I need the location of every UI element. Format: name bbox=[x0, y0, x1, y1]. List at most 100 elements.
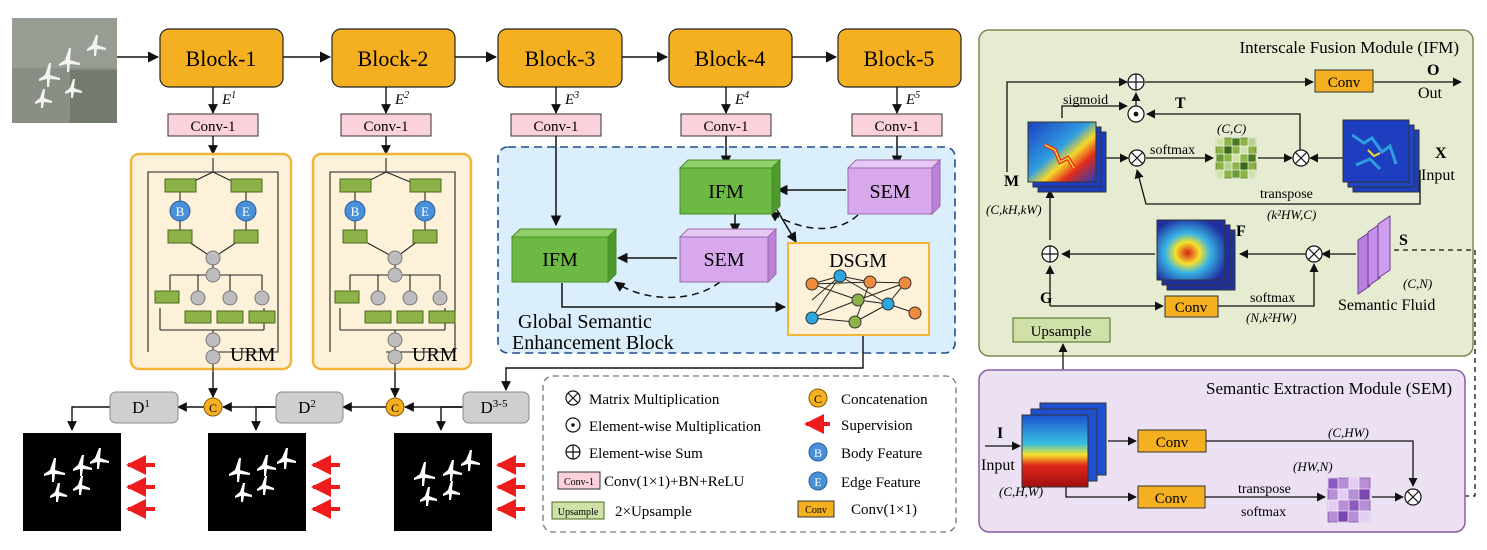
ifm-transpose-label: transpose bbox=[1260, 187, 1313, 202]
ifm-panel: Interscale Fusion Module (IFM) bbox=[978, 29, 1474, 380]
ifm-s-label: S bbox=[1399, 232, 1408, 249]
sem-i-label: I bbox=[997, 425, 1003, 442]
urm1-edge-badge: E bbox=[242, 204, 250, 219]
ifm-o-label: O bbox=[1427, 62, 1439, 79]
output-mask-3 bbox=[394, 433, 492, 531]
ifm-affinity-grid bbox=[1215, 137, 1257, 179]
ifm-cn-label: (C,N) bbox=[1403, 276, 1432, 291]
sem-input-heatmap bbox=[1021, 402, 1107, 488]
decoder-row: D1 D2 D3-5 C C bbox=[67, 336, 864, 431]
ifm-out-conv: Conv bbox=[1328, 75, 1361, 91]
legend: Matrix Multiplication Element-wise Multi… bbox=[542, 375, 957, 533]
block-1: Block-1 bbox=[159, 28, 284, 88]
e1-label: E1 bbox=[221, 90, 236, 108]
legend-conv1: Conv-1 Conv(1×1)+BN+ReLU bbox=[557, 471, 745, 490]
ifm-lower-label: IFM bbox=[542, 249, 578, 271]
ifm-g-label: G bbox=[1040, 290, 1053, 307]
ifm-sigmoid-label: sigmoid bbox=[1063, 93, 1108, 108]
legend-upsample: Upsample 2×Upsample bbox=[551, 501, 692, 520]
output-masks bbox=[23, 433, 492, 531]
ifm-m-label: M bbox=[1004, 173, 1019, 190]
sem-softmax-label: softmax bbox=[1241, 505, 1286, 520]
sem-conv-bottom: Conv bbox=[1155, 491, 1188, 507]
block-2-label: Block-2 bbox=[358, 46, 429, 71]
legend-conv-box: Conv bbox=[805, 505, 827, 516]
legend-elemmul-text: Element-wise Multiplication bbox=[589, 419, 762, 435]
ifm-out-label: Out bbox=[1418, 85, 1443, 102]
input-aerial-image bbox=[12, 18, 117, 123]
conv1-label-3: Conv-1 bbox=[534, 119, 579, 135]
legend-conv1-box: Conv-1 bbox=[564, 477, 594, 488]
ifm-semantic-fluid-s bbox=[1357, 215, 1391, 295]
legend-matmul-text: Matrix Multiplication bbox=[589, 392, 720, 408]
legend-supervision: Supervision bbox=[804, 414, 913, 434]
legend-elemmul: Element-wise Multiplication bbox=[565, 417, 762, 435]
ifm-semantic-fluid-label: Semantic Fluid bbox=[1338, 297, 1435, 314]
global-semantic-enhancement-block: IFM SEM IFM SEM DSGM bbox=[497, 136, 956, 354]
sem-lower-label: SEM bbox=[703, 249, 744, 271]
urm1-label: URM bbox=[230, 344, 276, 366]
output-mask-2 bbox=[208, 433, 306, 531]
urm-module-1: B E URM bbox=[129, 136, 293, 375]
legend-body-b: B bbox=[814, 446, 822, 460]
output-mask-1 bbox=[23, 433, 121, 531]
encoder-feature-arrows bbox=[208, 87, 902, 114]
ifm-t-label: T bbox=[1175, 95, 1186, 112]
urm2-edge-badge: E bbox=[421, 204, 429, 219]
block-5-label: Block-5 bbox=[864, 46, 935, 71]
legend-upsample-box: Upsample bbox=[558, 507, 599, 518]
ifm-k2hwc-label: (k²HW,C) bbox=[1267, 207, 1316, 222]
legend-edge-text: Edge Feature bbox=[841, 475, 921, 491]
block-1-label: Block-1 bbox=[186, 46, 257, 71]
legend-concat: C Concatenation bbox=[808, 388, 928, 408]
legend-edge: E Edge Feature bbox=[808, 471, 921, 491]
block-3: Block-3 bbox=[497, 28, 623, 88]
e3-label: E3 bbox=[564, 90, 579, 108]
conv1-label-5: Conv-1 bbox=[875, 119, 920, 135]
ifm-g-conv: Conv bbox=[1175, 300, 1208, 316]
ifm-x-label: X bbox=[1435, 145, 1447, 162]
ifm-cc-label: (C,C) bbox=[1217, 121, 1246, 136]
ifm-x-heatmap bbox=[1342, 119, 1420, 193]
legend-supervision-text: Supervision bbox=[841, 418, 913, 434]
ifm-upsample-box: Upsample bbox=[1031, 324, 1092, 340]
legend-concat-text: Concatenation bbox=[841, 392, 928, 408]
concat-symbol-2: C bbox=[391, 401, 399, 415]
conv1-label-4: Conv-1 bbox=[704, 119, 749, 135]
concat-symbol-1: C bbox=[209, 401, 217, 415]
dsgm-block: DSGM bbox=[787, 242, 930, 336]
urm2-body-badge: B bbox=[351, 204, 360, 219]
block-4: Block-4 bbox=[668, 28, 793, 88]
ifm-softmax-label: softmax bbox=[1150, 143, 1195, 158]
legend-concat-c: C bbox=[814, 392, 822, 406]
conv1-boxes: Conv-1 Conv-1 Conv-1 Conv-1 Conv-1 bbox=[167, 113, 943, 137]
legend-elemsum-text: Element-wise Sum bbox=[589, 446, 703, 462]
ifm-block-upper: IFM bbox=[678, 158, 782, 216]
urm-module-2: B E URM bbox=[311, 136, 473, 375]
legend-conv: Conv Conv(1×1) bbox=[797, 500, 917, 518]
ifm-panel-title: Interscale Fusion Module (IFM) bbox=[1239, 38, 1459, 57]
sem-chw-label: (C,H,W) bbox=[999, 484, 1043, 499]
ifm-ckhkw-label: (C,kH,kW) bbox=[986, 202, 1042, 217]
d35-label: D3-5 bbox=[481, 398, 508, 417]
sem-hwn-grid bbox=[1327, 477, 1371, 523]
block-5: Block-5 bbox=[837, 28, 962, 88]
e2-label: E2 bbox=[394, 90, 409, 108]
ifm-f-heatmap bbox=[1156, 219, 1236, 291]
block-3-label: Block-3 bbox=[525, 46, 596, 71]
d2-label: D2 bbox=[298, 398, 316, 417]
sem-transpose-label: transpose bbox=[1238, 482, 1291, 497]
ifm-operators bbox=[1041, 73, 1323, 263]
conv1-label-2: Conv-1 bbox=[364, 119, 409, 135]
sem-panel: Semantic Extraction Module (SEM) I Input… bbox=[978, 369, 1466, 533]
block-4-label: Block-4 bbox=[695, 46, 766, 71]
sem-panel-title: Semantic Extraction Module (SEM) bbox=[1206, 379, 1452, 398]
block-2: Block-2 bbox=[331, 28, 456, 88]
encoder-feature-labels: E1 E2 E3 E4 E5 bbox=[221, 90, 920, 108]
sem-block-upper: SEM bbox=[846, 158, 942, 216]
gseb-title-line1: Global Semantic bbox=[518, 311, 652, 333]
d1-label: D1 bbox=[132, 398, 150, 417]
legend-body-text: Body Feature bbox=[841, 446, 923, 462]
gseb-title-line2: Enhancement Block bbox=[512, 332, 674, 354]
